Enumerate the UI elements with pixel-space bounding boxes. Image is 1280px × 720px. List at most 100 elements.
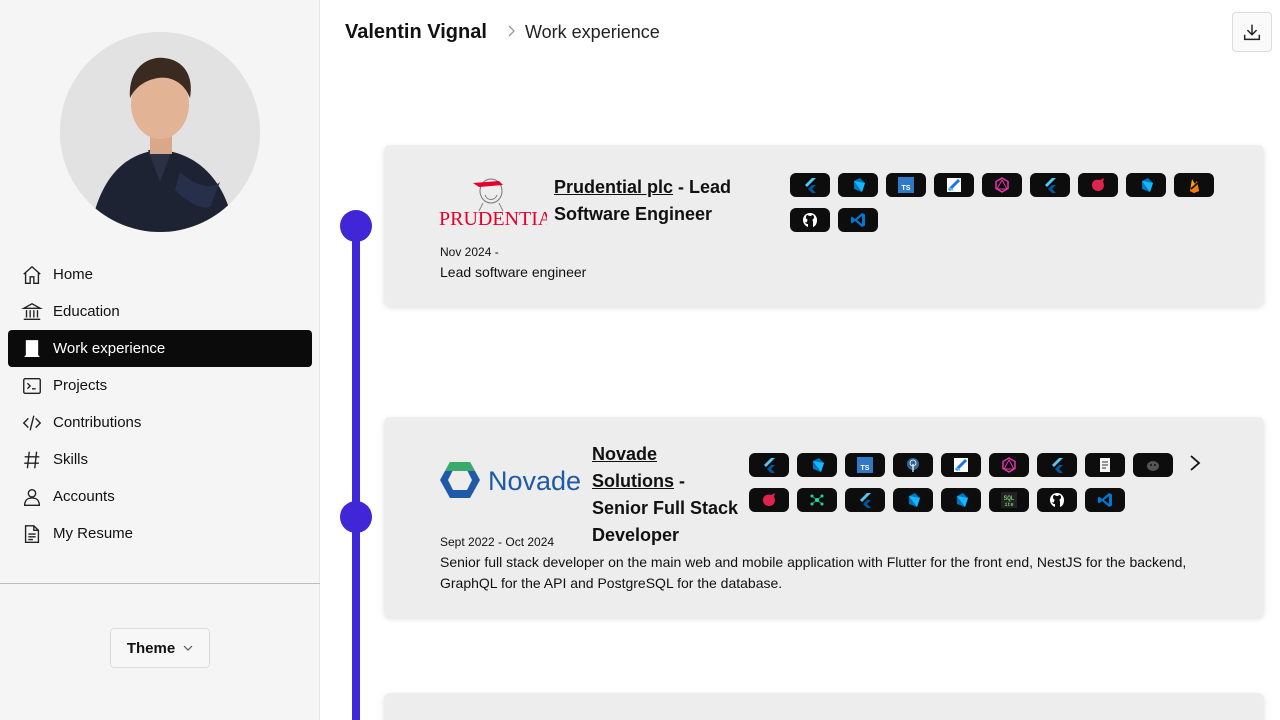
technology-badge[interactable] <box>797 488 837 512</box>
company-link[interactable]: Novade Solutions <box>592 444 674 491</box>
technology-badge[interactable] <box>893 488 933 512</box>
sidebar-item-skills[interactable]: Skills <box>8 441 312 478</box>
technology-badge[interactable] <box>1037 453 1077 477</box>
technology-badge[interactable] <box>845 488 885 512</box>
technology-badge[interactable] <box>1085 453 1125 477</box>
flutter-icon <box>805 178 816 193</box>
technology-badge[interactable]: TS <box>845 453 885 477</box>
technology-badge[interactable] <box>790 208 830 232</box>
nestjs-icon <box>763 493 775 506</box>
github-icon <box>803 213 817 227</box>
role: - Lead Software Engineer <box>554 177 732 224</box>
technology-badge[interactable] <box>941 488 981 512</box>
technology-badge[interactable] <box>1078 173 1118 197</box>
sidebar-item-accounts[interactable]: Accounts <box>8 478 312 515</box>
chevron-right-icon[interactable] <box>1188 453 1202 473</box>
breadcrumb-current: Work experience <box>525 22 660 42</box>
home-icon <box>20 263 44 287</box>
github-icon <box>1050 493 1064 507</box>
code-icon <box>20 411 44 435</box>
terminal-icon <box>20 374 44 398</box>
dart-icon <box>813 458 824 472</box>
chevron-down-icon <box>183 645 193 651</box>
typescript-icon: TS <box>857 457 873 473</box>
header: Valentin Vignal Work experience <box>320 0 1280 64</box>
technology-badge[interactable] <box>790 173 830 197</box>
technology-badge[interactable] <box>982 173 1022 197</box>
flutter-icon <box>1045 178 1056 193</box>
profile-photo <box>60 32 260 232</box>
svg-text:ite: ite <box>1004 502 1013 508</box>
hashtag-icon <box>20 448 44 472</box>
technology-badge[interactable] <box>989 453 1029 477</box>
bank-icon <box>20 300 44 324</box>
timeline-dot <box>340 501 372 533</box>
technology-badge[interactable] <box>1133 453 1173 477</box>
technology-badge[interactable] <box>797 453 837 477</box>
flutter-icon <box>860 493 871 508</box>
technology-badge[interactable] <box>1030 173 1070 197</box>
theme-dropdown[interactable]: Theme <box>110 628 210 668</box>
experience-card-novade[interactable]: Novade Novade Solutions - Senior Full St… <box>384 417 1264 617</box>
avatar <box>60 32 260 232</box>
chevron-right-icon[interactable] <box>1188 172 1202 192</box>
graphql-icon <box>995 177 1009 193</box>
sidebar-item-projects[interactable]: Projects <box>8 367 312 404</box>
experience-title: Novade Solutions - Senior Full Stack Dev… <box>592 441 742 549</box>
technology-badge[interactable] <box>749 453 789 477</box>
technology-list: TS <box>790 173 1214 232</box>
theme-label: Theme <box>126 639 176 657</box>
technology-badge[interactable] <box>934 173 974 197</box>
postgresql-icon <box>907 458 919 472</box>
sidebar-item-label: Projects <box>53 377 108 394</box>
svg-text:SQL: SQL <box>1004 495 1015 502</box>
technology-badge[interactable] <box>941 453 981 477</box>
experience-dates: Sept 2022 - Oct 2024 <box>440 535 555 549</box>
breadcrumb-root[interactable]: Valentin Vignal <box>345 21 487 43</box>
dart-icon <box>854 178 865 192</box>
experience-description: Lead software engineer <box>440 264 587 280</box>
technology-badge[interactable] <box>1085 488 1125 512</box>
sidebar-item-home[interactable]: Home <box>8 256 312 293</box>
svg-text:TS: TS <box>861 465 870 472</box>
experience-card[interactable] <box>384 693 1264 720</box>
flutter-test-icon <box>947 178 961 192</box>
sidebar-item-label: My Resume <box>53 525 134 542</box>
sidebar-item-label: Work experience <box>53 340 166 357</box>
technology-badge[interactable]: TS <box>886 173 926 197</box>
technology-badge[interactable] <box>838 173 878 197</box>
technology-badge[interactable] <box>1037 488 1077 512</box>
sidebar-item-label: Home <box>53 266 94 283</box>
flutter-test-icon <box>954 458 968 472</box>
vscode-icon <box>851 213 865 227</box>
dart-icon <box>957 493 968 507</box>
typescript-icon: TS <box>898 177 914 193</box>
role: - Senior Full Stack Developer <box>592 471 739 545</box>
ai-icon <box>1147 461 1159 471</box>
technology-badge[interactable] <box>749 488 789 512</box>
experience-card-prudential[interactable]: PRUDENTIAL Prudential plc - Lead Softwar… <box>384 145 1264 306</box>
dart-icon <box>909 493 920 507</box>
chevron-right-icon <box>508 25 515 37</box>
timeline-dot <box>340 210 372 242</box>
novade-logo-graphic: Novade <box>440 462 581 498</box>
sidebar-item-my-resume[interactable]: My Resume <box>8 515 312 552</box>
sidebar-item-label: Contributions <box>53 414 142 431</box>
sidebar-divider <box>0 583 320 584</box>
technology-badge[interactable] <box>1126 173 1166 197</box>
company-link[interactable]: Prudential plc <box>554 177 674 197</box>
sidebar-item-education[interactable]: Education <box>8 293 312 330</box>
flutter-icon <box>1052 458 1063 473</box>
nestjs-icon <box>1092 178 1104 191</box>
novade-logo-text: Novade <box>488 466 581 496</box>
sidebar-item-contributions[interactable]: Contributions <box>8 404 312 441</box>
neo4j-icon <box>810 494 824 506</box>
dart-icon <box>1142 178 1153 192</box>
technology-badge[interactable] <box>893 453 933 477</box>
download-button[interactable] <box>1232 12 1272 52</box>
sidebar-item-work-experience[interactable]: Work experience <box>8 330 312 367</box>
technology-badge[interactable] <box>838 208 878 232</box>
work-icon <box>20 337 44 361</box>
